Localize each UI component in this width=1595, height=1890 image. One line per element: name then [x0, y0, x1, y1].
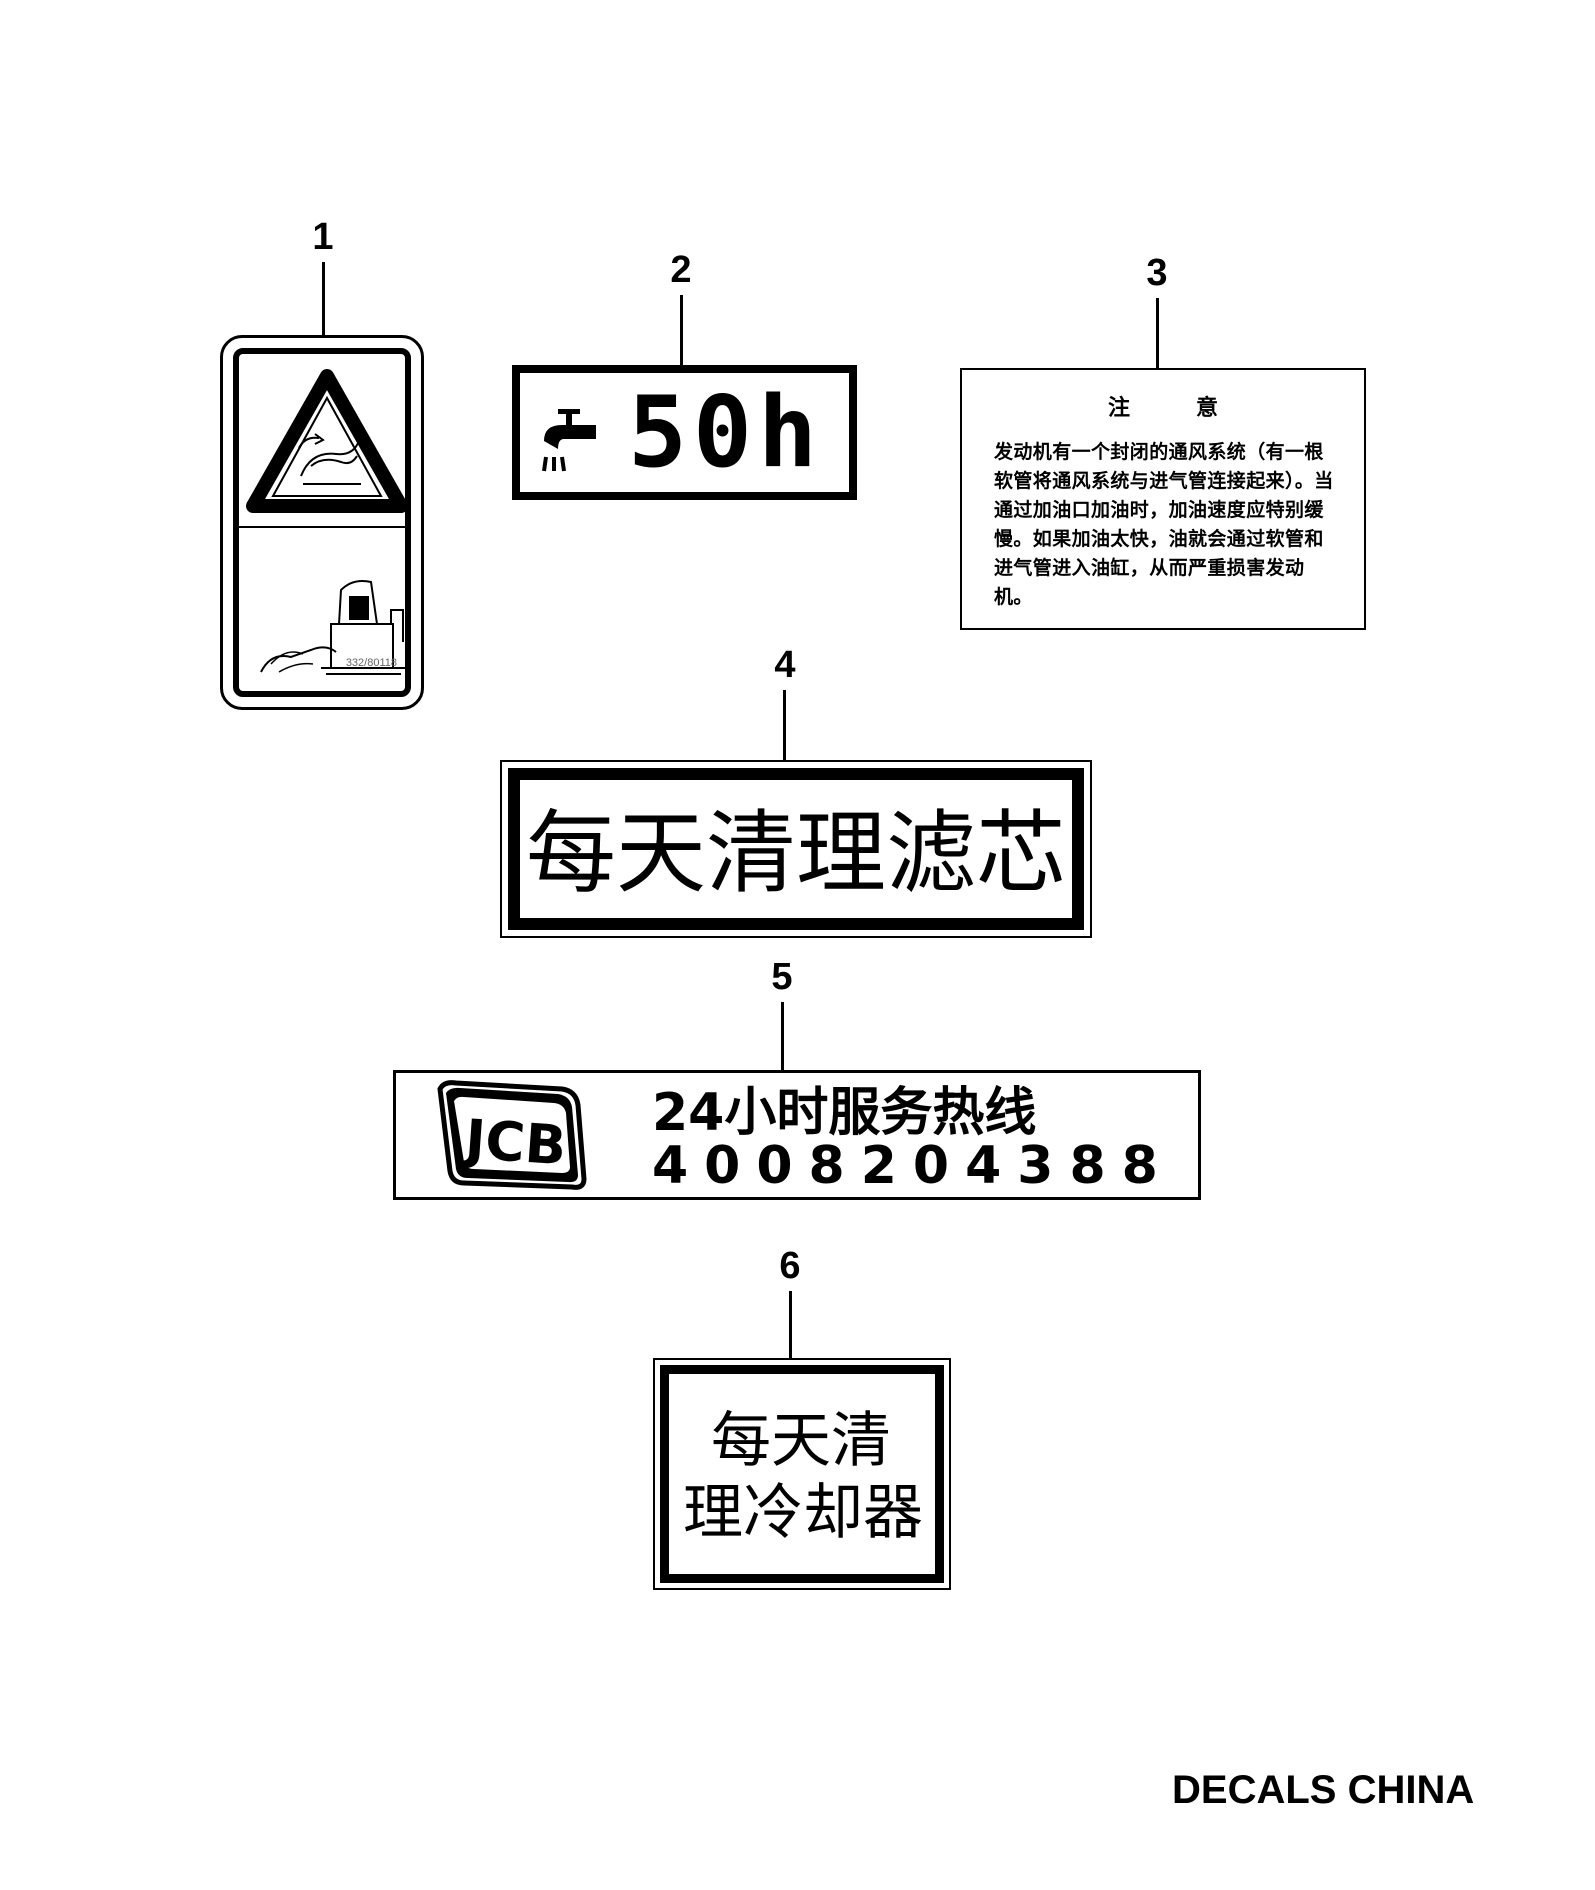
- leader-line-4: [783, 690, 786, 760]
- faucet-drain-icon: [542, 409, 596, 472]
- svg-text:JCB: JCB: [459, 1107, 568, 1177]
- jcb-logo: JCB: [437, 1080, 587, 1190]
- leader-line-1: [322, 262, 325, 335]
- callout-1: 1: [312, 216, 334, 258]
- leader-line-2: [680, 295, 683, 367]
- footer-caption: DECALS CHINA: [1172, 1768, 1475, 1812]
- decal-1-inner-frame: 332/80118: [233, 348, 411, 697]
- decal-5-hotline-label: 24小时服务热线: [652, 1083, 1037, 1143]
- leader-line-3: [1156, 298, 1159, 369]
- excavator-pictogram-icon: [260, 580, 406, 675]
- decal-6-inner-frame: 每天清 理冷却器: [660, 1365, 944, 1583]
- leader-line-5: [781, 1002, 784, 1070]
- decal-1-safety-label: 332/80118: [220, 335, 424, 710]
- callout-3: 3: [1146, 252, 1168, 294]
- decal-5-service-hotline: JCB 24小时服务热线 4008204388: [393, 1070, 1201, 1200]
- decal-4-inner-frame: 每天清理滤芯: [508, 768, 1084, 930]
- decal-6-line-2: 理冷却器: [683, 1478, 923, 1548]
- decal-4-text: 每天清理滤芯: [526, 801, 1066, 906]
- decal-6-clean-cooler: 每天清 理冷却器: [653, 1358, 951, 1590]
- leader-line-6: [789, 1291, 792, 1358]
- decal-1-part-code: 332/80118: [345, 657, 397, 669]
- decal-2-service-interval: 50h: [512, 365, 857, 500]
- warning-triangle-icon: [246, 369, 408, 513]
- decal-1-divider: [239, 526, 405, 528]
- decal-3-body: 发动机有一个封闭的通风系统（有一根软管将通风系统与进气管连接起来）。当通过加油口…: [994, 441, 1334, 608]
- decal-3-title: 注 意: [1107, 396, 1218, 421]
- decal-6-line-1: 每天清: [711, 1406, 891, 1476]
- callout-4: 4: [774, 644, 796, 686]
- decal-5-hotline-number: 4008204388: [652, 1136, 1174, 1196]
- decal-2-interval-text: 50h: [628, 376, 824, 490]
- callout-5: 5: [771, 956, 793, 998]
- callout-2: 2: [670, 249, 692, 291]
- decal-3-engine-notice: 注 意 发动机有一个封闭的通风系统（有一根软管将通风系统与进气管连接起来）。当通…: [960, 368, 1366, 630]
- callout-6: 6: [779, 1245, 801, 1287]
- decal-4-clean-filter: 每天清理滤芯: [500, 760, 1092, 938]
